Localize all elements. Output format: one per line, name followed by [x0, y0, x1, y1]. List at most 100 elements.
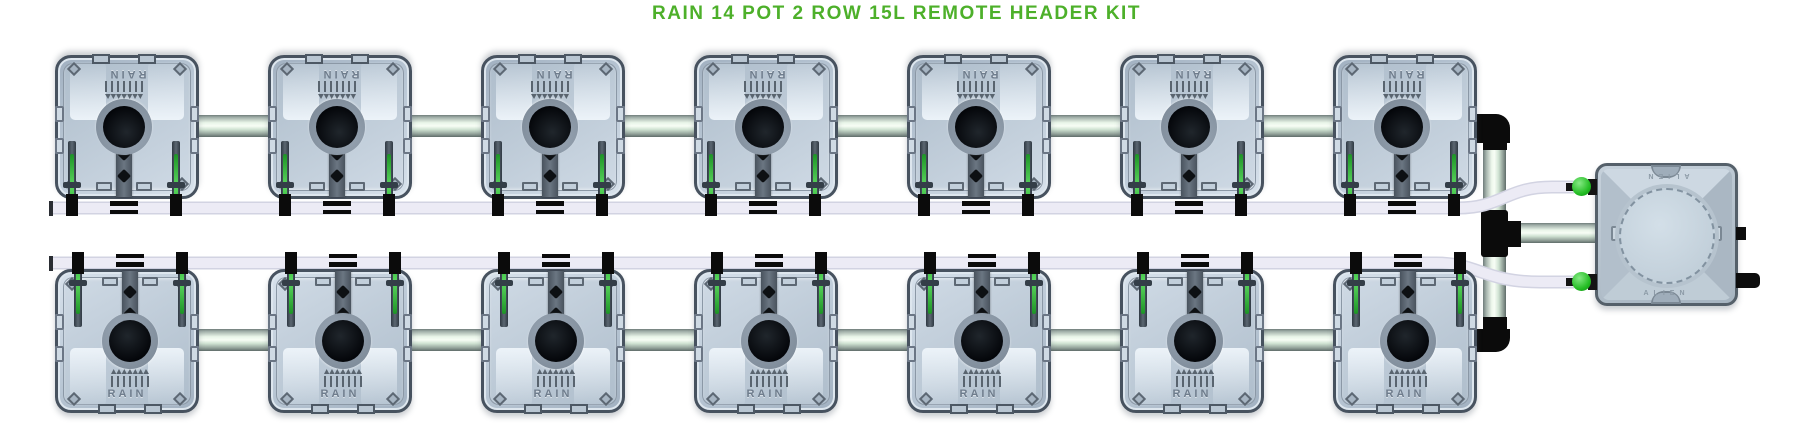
pot-row2-4: RAIN: [694, 252, 838, 414]
pot-plant-hole: [535, 320, 577, 362]
pot-drain-tube-green: [1458, 260, 1462, 314]
pot-side-tab: [616, 314, 625, 330]
pot-side-tab: [907, 106, 916, 122]
pot-side-tab: [907, 314, 916, 330]
pot-vent-slot: [96, 182, 112, 191]
pot-side-tab: [268, 346, 277, 362]
pot-drain-tube-green: [393, 260, 397, 314]
tank-notch-bottom: [1651, 291, 1681, 304]
pot-vent-slot: [1414, 182, 1430, 191]
pot-drain-tube-green: [1141, 260, 1145, 314]
pot-tube-fitting: [1454, 252, 1466, 274]
pot-plant-hole: [1381, 106, 1423, 148]
pot-tube-fitting: [323, 210, 351, 214]
pot-tube-fitting: [815, 252, 827, 274]
pot-bottom-bracket: [144, 404, 162, 414]
pot-clip-bar: [599, 280, 617, 286]
pot-tube-fitting: [1448, 194, 1460, 216]
pot-tube-fitting: [755, 254, 783, 258]
pot-bottom-bracket: [1209, 404, 1227, 414]
pot-clip-bar: [380, 182, 398, 188]
pot-logo-comb: [750, 376, 788, 387]
pot-drain-tube-green: [180, 260, 184, 314]
pot-brand-label: RAIN: [746, 388, 786, 400]
pot-bottom-bracket: [1163, 404, 1181, 414]
pot-row1-6: RAIN: [1120, 54, 1264, 216]
pot-vent-slot: [948, 182, 964, 191]
pot-vent-slot: [102, 277, 118, 286]
pot-vent-slot: [1380, 277, 1396, 286]
pot-brand-label: RAIN: [320, 388, 360, 400]
pot-bottom-bracket: [305, 54, 323, 64]
tank-outlet-large: [1736, 273, 1760, 288]
pot-vent-slot: [994, 277, 1010, 286]
pot-plant-hole: [742, 106, 784, 148]
tank-inlet-top: [1572, 177, 1591, 196]
pot-tube-fitting: [968, 254, 996, 258]
pot-logo-comb: [318, 81, 356, 92]
pot-clip-bar: [276, 182, 294, 188]
pot-side-tab: [1333, 138, 1342, 154]
pot-plant-hole: [109, 320, 151, 362]
tee-fitting: [1481, 210, 1508, 257]
pot-bottom-bracket: [98, 404, 116, 414]
pot-logo-comb: [105, 81, 143, 92]
pot-side-tab: [268, 314, 277, 330]
pot-side-tab: [403, 106, 412, 122]
pot-clip-bar: [1128, 182, 1146, 188]
pot-tube-fitting: [323, 201, 351, 206]
pot-tube-fitting: [1388, 210, 1416, 214]
pot-side-tab: [1255, 138, 1264, 154]
pot-plant-hole: [322, 320, 364, 362]
pot-vent-slot: [954, 277, 970, 286]
pot-bottom-bracket: [524, 404, 542, 414]
tank-inlet-stub-bottom: [1566, 278, 1576, 286]
pot-row1-3: RAIN: [481, 54, 625, 216]
pot-bottom-bracket: [1157, 54, 1175, 64]
tube-end-cap-top: [49, 201, 53, 216]
pot-vent-slot: [988, 182, 1004, 191]
pot-drain-tube-green: [606, 260, 610, 314]
pot-side-tab: [403, 346, 412, 362]
pot-side-tab: [268, 138, 277, 154]
pot-plant-hole: [1174, 320, 1216, 362]
pot-row1-4: RAIN: [694, 54, 838, 216]
pot-brand-label: RAIN: [1172, 388, 1212, 400]
pot-side-tab: [1042, 106, 1051, 122]
pot-plant-hole: [1168, 106, 1210, 148]
pot-side-tab: [55, 138, 64, 154]
pot-drain-tube-green: [76, 260, 80, 314]
pot-tube-fitting: [1241, 252, 1253, 274]
pot-logo-zigzag: [750, 369, 788, 374]
pot-drain-tube-green: [715, 260, 719, 314]
pot-plant-hole: [1387, 320, 1429, 362]
pot-vent-slot: [349, 182, 365, 191]
pot-tube-fitting: [1344, 194, 1356, 216]
pot-logo-comb: [1383, 81, 1421, 92]
tank-brand-label: ALIEN: [1643, 290, 1690, 297]
pot-clip-bar: [1238, 280, 1256, 286]
pot-tube-fitting: [968, 262, 996, 267]
pot-clip-bar: [915, 182, 933, 188]
pot-side-tab: [403, 314, 412, 330]
pot-side-tab: [1042, 346, 1051, 362]
tube-end-cap-bottom: [49, 256, 53, 271]
pot-vent-slot: [1420, 277, 1436, 286]
pot-tube-fitting: [72, 252, 84, 274]
pot-clip-bar: [69, 280, 87, 286]
pot-bottom-bracket: [92, 54, 110, 64]
tank-notch-top: [1651, 165, 1681, 178]
pot-tube-fitting: [110, 210, 138, 214]
pot-vent-slot: [1374, 182, 1390, 191]
pot-bottom-bracket: [1422, 404, 1440, 414]
pot-drain-tube-green: [1245, 260, 1249, 314]
pot-tube-fitting: [536, 210, 564, 214]
pot-clip-bar: [702, 182, 720, 188]
pot-side-tab: [481, 138, 490, 154]
pot-clip-bar: [489, 182, 507, 188]
tank-outlet-small: [1736, 227, 1746, 240]
pot-vent-slot: [142, 277, 158, 286]
pot-bottom-bracket: [777, 54, 795, 64]
pot-side-tab: [55, 106, 64, 122]
pot-tube-fitting: [596, 194, 608, 216]
